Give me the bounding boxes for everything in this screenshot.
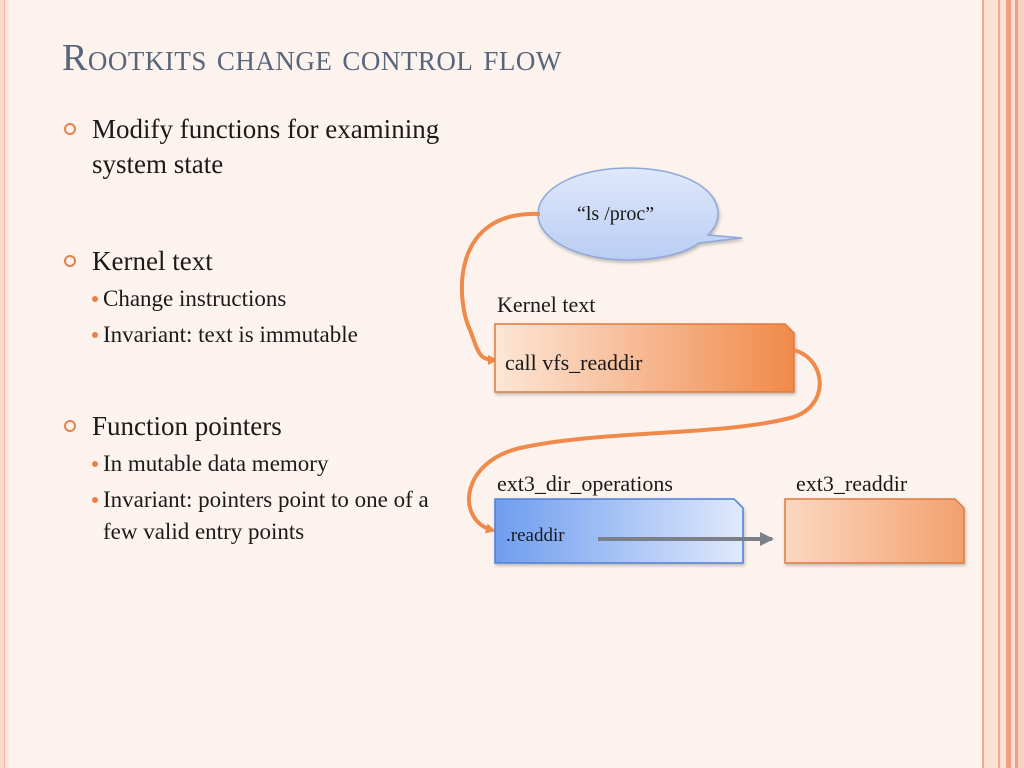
sub-bullet-item: Change instructions <box>62 283 472 315</box>
sub-bullet-marker-icon <box>92 332 98 338</box>
slide-title: Rootkits change control flow <box>62 37 562 79</box>
bullet-item: Modify functions for examining system st… <box>62 112 472 182</box>
sub-bullet-text: In mutable data memory <box>103 451 329 476</box>
bullet-list: Modify functions for examining system st… <box>62 112 472 548</box>
flow-arrow-kernel-to-ops <box>467 348 822 534</box>
sub-bullet-text: Change instructions <box>103 286 287 311</box>
ext3-dir-operations-box <box>494 498 744 564</box>
bullet-text: Function pointers <box>92 411 282 441</box>
sub-bullet-text: Invariant: pointers point to one of a fe… <box>103 487 429 544</box>
sub-bullet-marker-icon <box>92 461 98 467</box>
flow-arrow-bubble-to-kernel <box>459 211 541 365</box>
sub-bullet-item: Invariant: text is immutable <box>62 319 403 351</box>
sub-bullet-marker-icon <box>92 497 98 503</box>
kernel-text-box <box>494 323 795 393</box>
right-border-stripes <box>978 0 1024 768</box>
sub-bullet-item: In mutable data memory <box>62 448 472 480</box>
left-border-stripe <box>0 0 9 768</box>
bullet-marker-icon <box>64 123 76 135</box>
bullet-text: Kernel text <box>92 246 213 276</box>
speech-bubble <box>537 167 743 261</box>
sub-bullet-text: Invariant: text is immutable <box>103 322 358 347</box>
bullet-text: Modify functions for examining system st… <box>92 114 440 179</box>
ext3-readdir-label: ext3_readdir <box>796 471 908 496</box>
kernel-box-text: call vfs_readdir <box>505 350 643 375</box>
bullet-item: Function pointers <box>62 409 472 444</box>
bullet-item: Kernel text <box>62 244 472 279</box>
readdir-field-text: .readdir <box>506 525 565 546</box>
sub-bullet-item: Invariant: pointers point to one of a fe… <box>62 484 463 548</box>
kernel-text-label: Kernel text <box>497 292 596 317</box>
sub-bullet-marker-icon <box>92 296 98 302</box>
ext3-dir-operations-label: ext3_dir_operations <box>497 471 673 496</box>
bullet-marker-icon <box>64 420 76 432</box>
bubble-text: “ls /proc” <box>577 203 655 225</box>
bullet-marker-icon <box>64 255 76 267</box>
ext3-readdir-box <box>784 498 965 564</box>
